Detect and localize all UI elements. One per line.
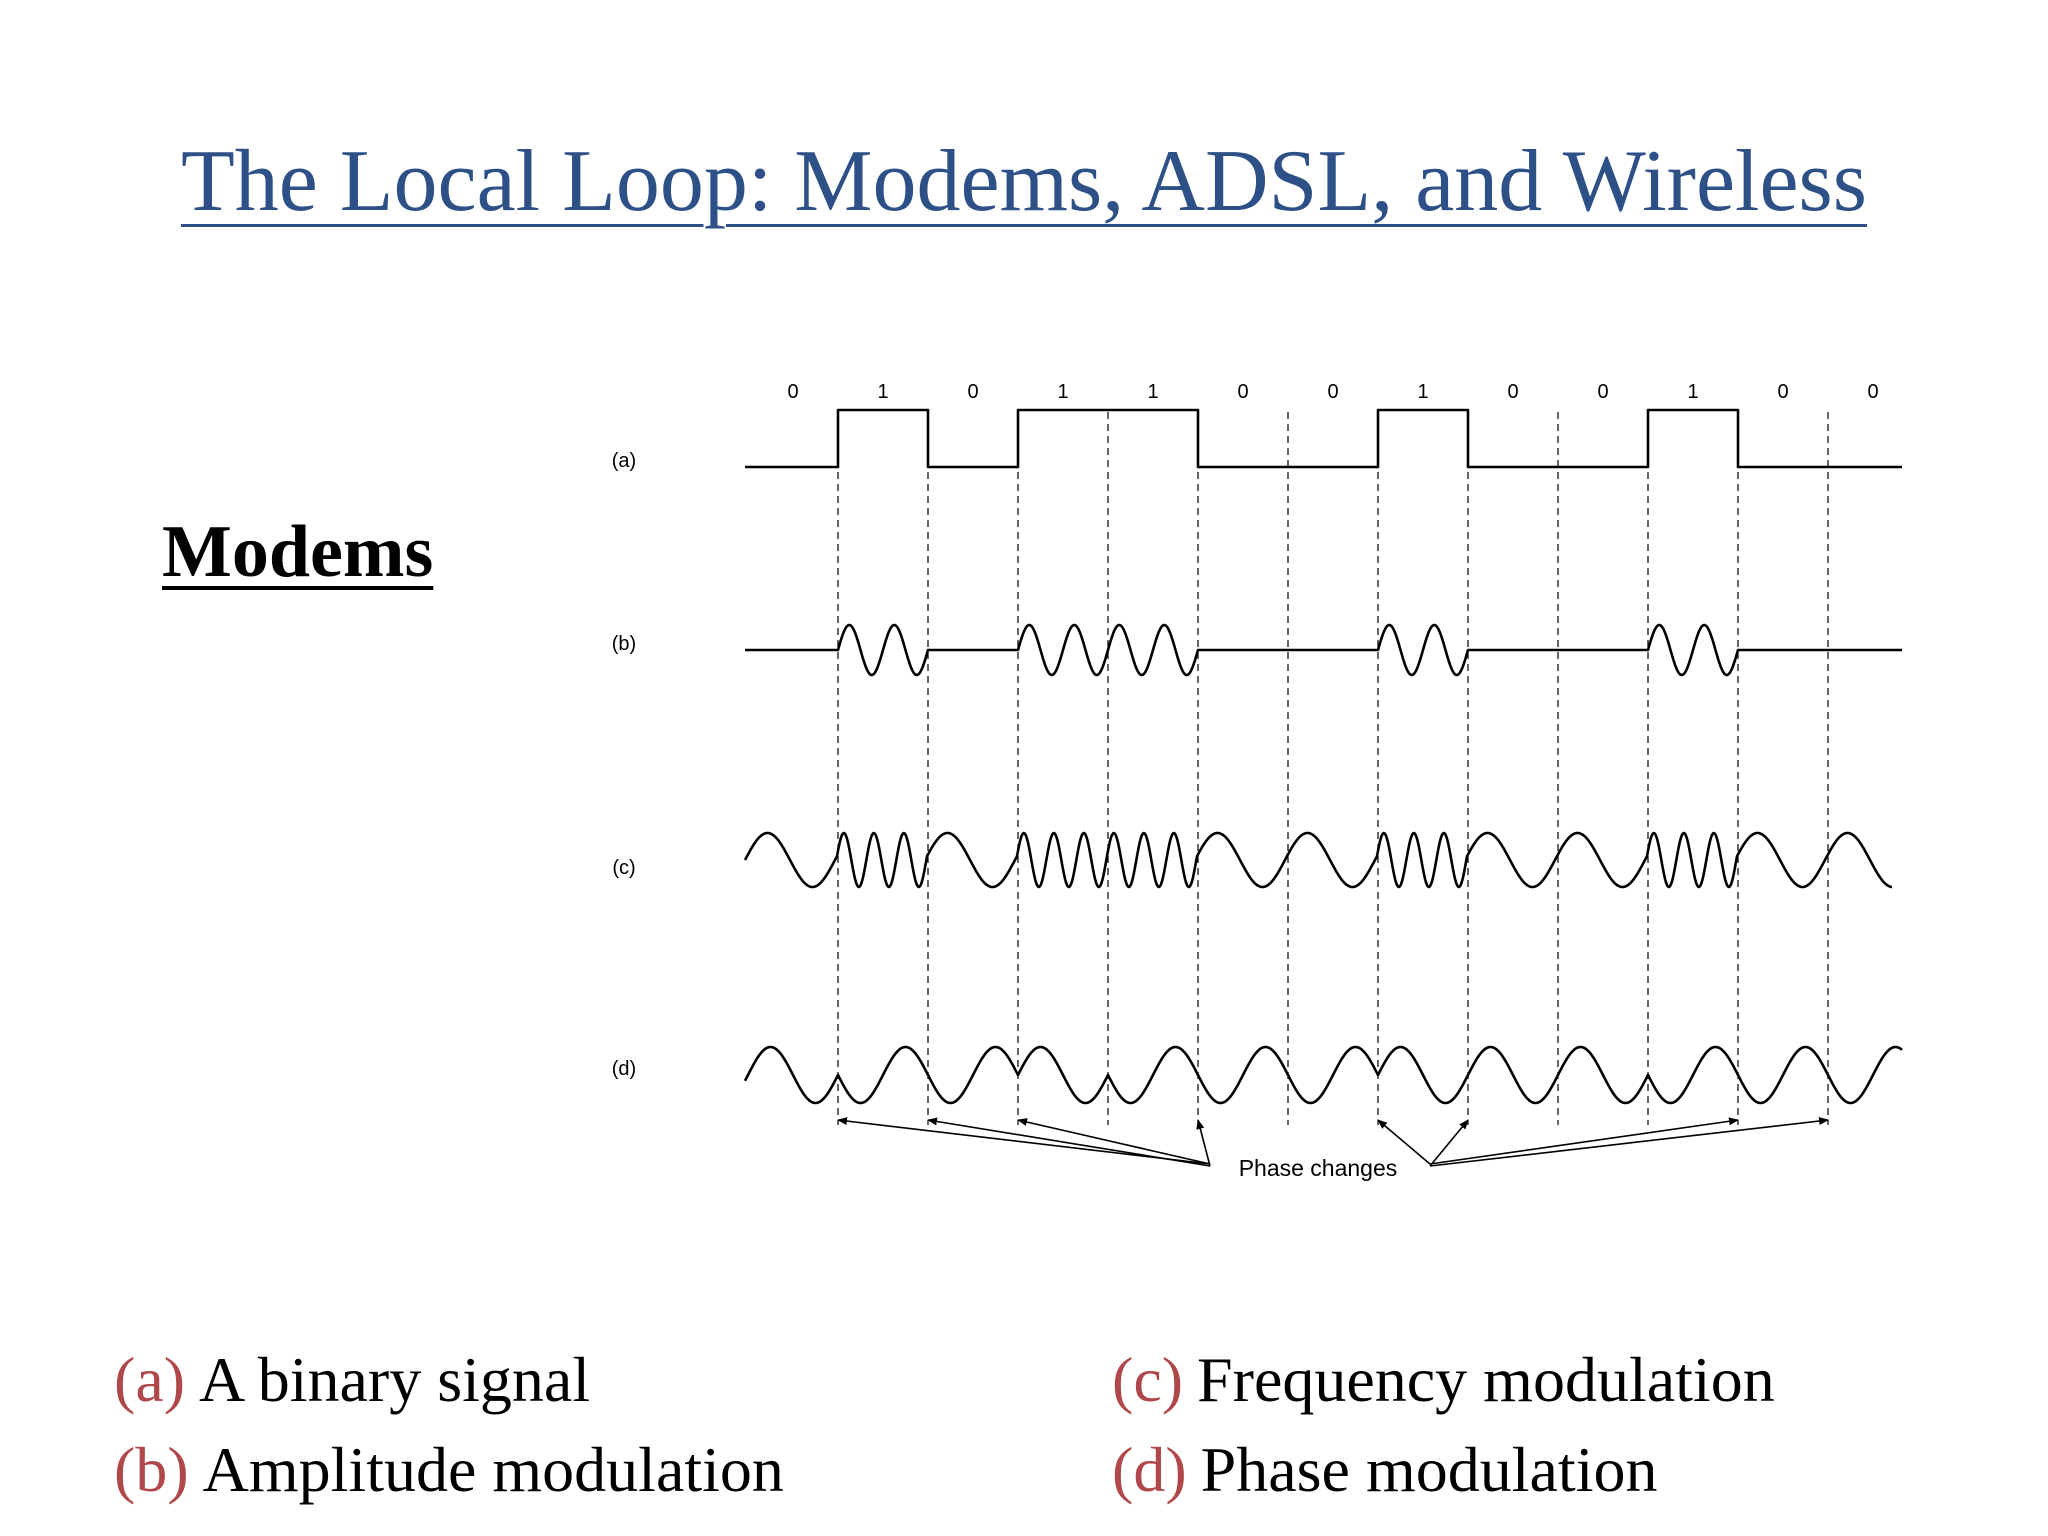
bit-label: 0 [1597,381,1608,403]
slide-title: The Local Loop: Modems, ADSL, and Wirele… [0,138,2048,226]
bit-label: 0 [787,381,798,403]
row-label: (b) [612,633,636,655]
slide-title-text: The Local Loop: Modems, ADSL, and Wirele… [180,133,1868,230]
row-label: (d) [612,1058,636,1080]
caption-c: (c)Frequency modulation [1112,1348,1775,1412]
phase-modulation-trace [743,1045,1903,1105]
caption-text: Frequency modulation [1197,1344,1775,1415]
bit-boundary-gridlines [837,412,1829,1125]
amplitude-modulation-trace [744,623,1903,677]
caption-letter: (b) [114,1434,189,1505]
phase-change-arrow [1196,1119,1211,1167]
phase-change-arrow [1429,1117,1739,1165]
caption-letter: (c) [1112,1344,1184,1415]
bit-label: 1 [877,381,888,403]
signals [743,408,1903,1105]
section-heading: Modems [162,511,434,593]
phase-change-arrow [1429,1119,1469,1167]
caption-text: Amplitude modulation [202,1434,784,1505]
row-label: (a) [612,450,636,472]
row-label: (c) [612,857,635,879]
caption-letter: (a) [114,1344,186,1415]
bit-label: 0 [1507,381,1518,403]
binary-signal-trace [745,408,1902,469]
bit-label: 0 [967,381,978,403]
caption-a: (a)A binary signal [114,1348,590,1412]
bit-label: 0 [1327,381,1338,403]
bit-labels: 0 1 0 1 1 0 0 1 0 0 1 0 0 [787,381,1878,403]
bit-label: 1 [1147,381,1158,403]
phase-change-arrows [837,1117,1829,1167]
phase-change-arrow [1429,1117,1829,1167]
bit-label: 0 [1237,381,1248,403]
bit-label: 1 [1417,381,1428,403]
caption-d: (d)Phase modulation [1112,1438,1657,1502]
bit-label: 1 [1057,381,1068,403]
caption-b: (b)Amplitude modulation [114,1438,784,1502]
phase-changes-label: Phase changes [1239,1155,1398,1181]
phase-change-arrow [927,1117,1211,1167]
row-labels: (a) (b) (c) (d) [612,450,636,1080]
phase-change-arrow [1017,1118,1211,1165]
caption-text: Phase modulation [1200,1434,1658,1505]
bit-label: 0 [1777,381,1788,403]
phase-change-arrow [1377,1119,1431,1165]
modulation-diagram: 0 1 0 1 1 0 0 1 0 0 1 0 0 (a) (b) (c) (d) Phase changes [612,381,1903,1181]
caption-text: A binary signal [199,1344,591,1415]
frequency-modulation-trace [743,831,1893,889]
bit-label: 0 [1867,381,1878,403]
caption-letter: (d) [1112,1434,1187,1505]
bit-label: 1 [1687,381,1698,403]
